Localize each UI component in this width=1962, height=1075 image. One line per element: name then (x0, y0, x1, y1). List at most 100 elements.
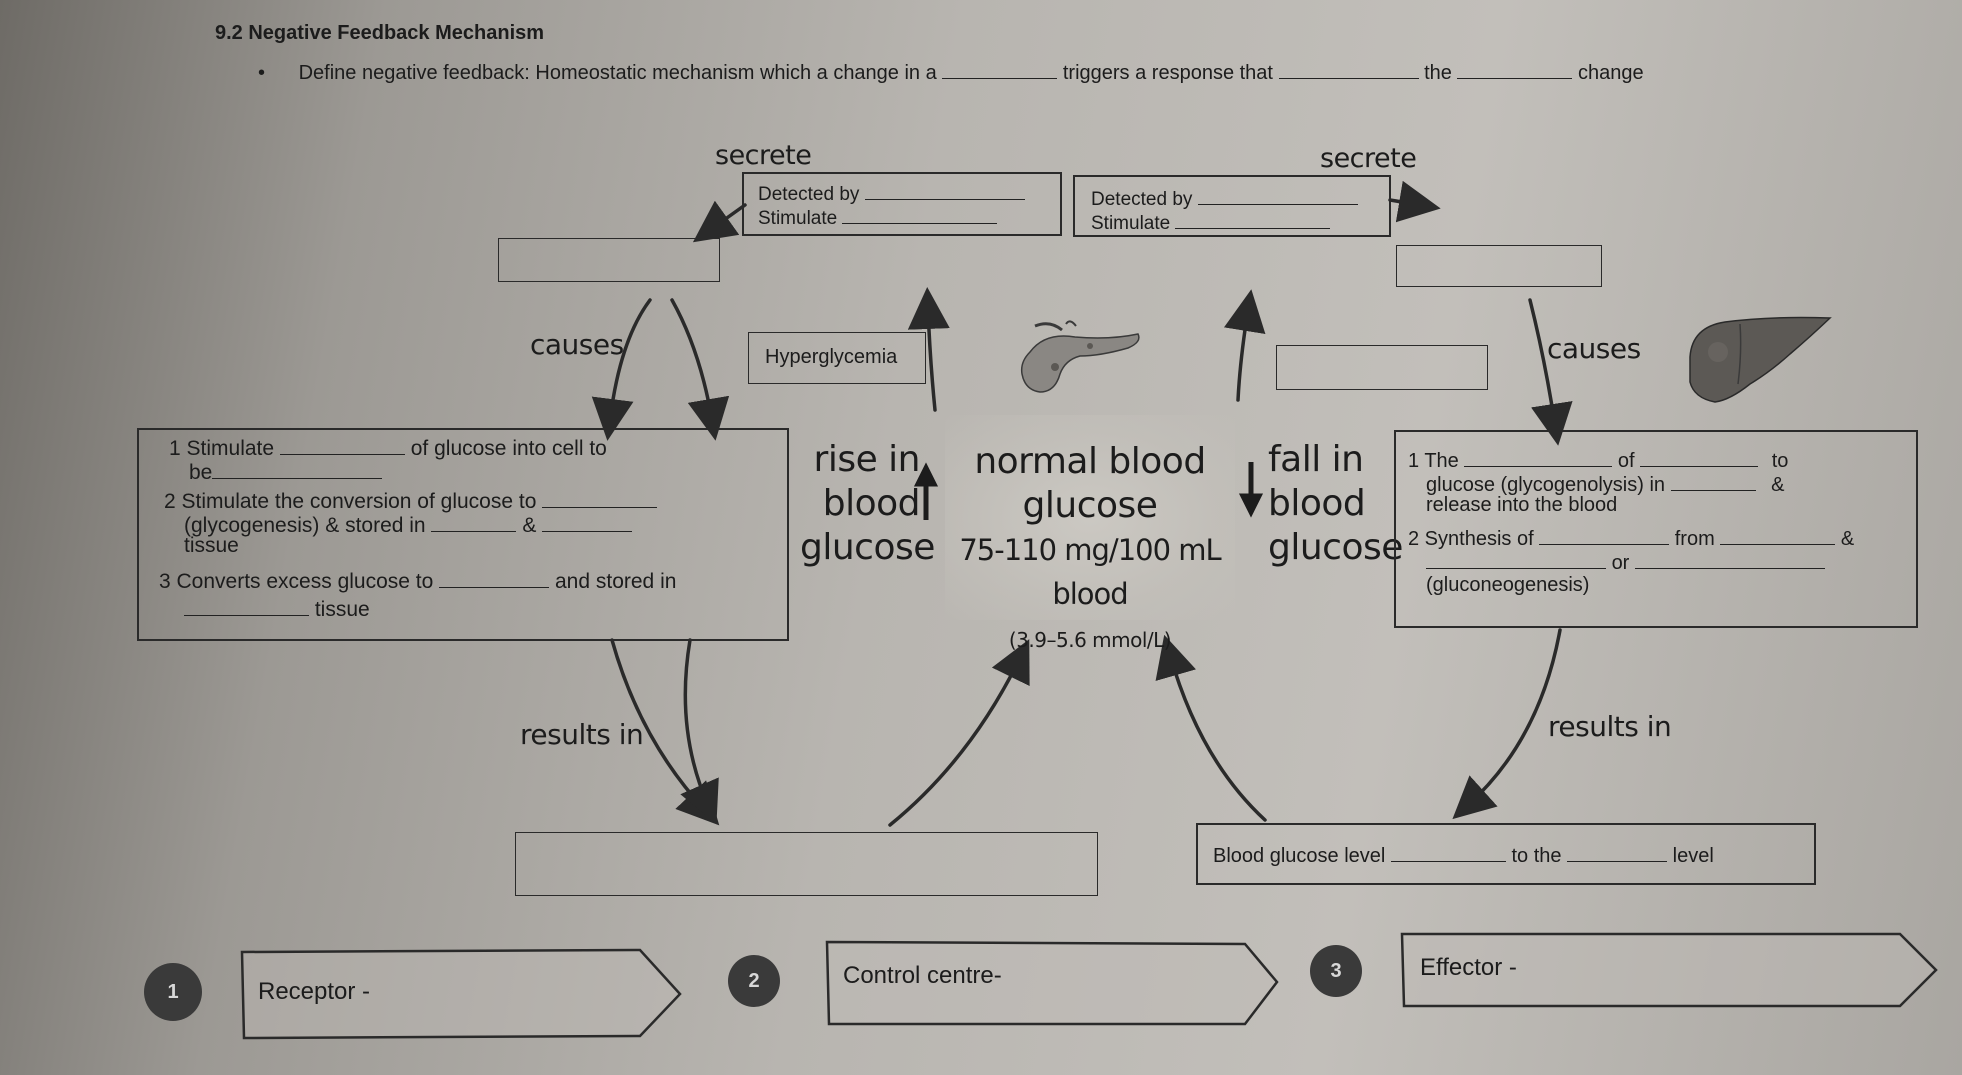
right-text: 2 Synthesis of (1408, 528, 1534, 550)
right-text: from (1674, 528, 1715, 550)
blank[interactable] (1278, 58, 1419, 79)
stimulate-label: Stimulate (1091, 213, 1171, 234)
blank[interactable] (842, 204, 998, 224)
normal-glucose-zone (945, 415, 1235, 620)
normal-mmol: (3.9–5.6 mmol/L) (1008, 628, 1172, 652)
definition-line: • Define negative feedback: Homeostatic … (258, 58, 1644, 85)
effector-banner[interactable] (1400, 930, 1940, 1010)
normal-text: normal blood (974, 441, 1206, 482)
rise-text: glucose (800, 527, 935, 568)
right-text: of (1617, 450, 1635, 472)
right-text: glucose (glycogenolysis) in (1426, 474, 1666, 496)
receptor-label: Receptor - (258, 978, 371, 1005)
results-in-label-left: results in (520, 718, 644, 751)
blank[interactable] (542, 486, 658, 508)
hyperglycemia-label: Hyperglycemia (765, 346, 898, 368)
detected-by-label: Detected by (1091, 189, 1193, 210)
left-text: & (522, 514, 537, 537)
right-text: 1 The (1408, 450, 1459, 472)
bullet: • (258, 62, 266, 84)
liver-icon (1689, 316, 1832, 403)
effector-label: Effector - (1420, 954, 1517, 981)
blank[interactable] (1390, 841, 1506, 862)
legend-number-3: 3 (1310, 945, 1362, 997)
secrete-label-right: secrete (1320, 143, 1417, 174)
bottom-text: Blood glucose level (1213, 845, 1386, 867)
detector-box-right: Detected by Stimulate (1073, 175, 1391, 237)
blank[interactable] (212, 457, 383, 479)
answer-box-bottom-left[interactable] (515, 832, 1098, 896)
control-centre-banner[interactable] (825, 938, 1280, 1028)
blank[interactable] (1457, 58, 1573, 79)
receptor-banner[interactable] (240, 948, 685, 1040)
blank[interactable] (279, 433, 405, 455)
definition-text: the (1424, 62, 1452, 84)
left-text: tissue (184, 534, 239, 557)
causes-label-right: causes (1547, 332, 1641, 365)
rise-text: rise in (813, 439, 921, 480)
answer-box-top-left[interactable] (498, 238, 720, 282)
answer-box-top-right[interactable] (1396, 245, 1602, 287)
detected-by-label: Detected by (758, 184, 860, 205)
definition-label: Define negative feedback: (298, 62, 530, 84)
left-text: be (189, 461, 213, 484)
control-centre-label: Control centre- (843, 962, 1002, 989)
blank[interactable] (1175, 209, 1331, 229)
right-text: release into the blood (1426, 494, 1618, 516)
left-text: tissue (314, 598, 370, 621)
blank[interactable] (1464, 446, 1613, 467)
blank[interactable] (1539, 524, 1670, 545)
normal-text: glucose (1022, 485, 1158, 526)
detector-box-left: Detected by Stimulate (742, 172, 1062, 236)
left-text: 3 Converts excess glucose to (159, 570, 434, 593)
blank[interactable] (1426, 548, 1606, 569)
causes-label-left: causes (530, 328, 624, 361)
definition-text: Homeostatic mechanism which a change in … (535, 62, 937, 84)
results-in-label-right: results in (1548, 710, 1672, 743)
right-text: & (1840, 528, 1855, 550)
blank[interactable] (1720, 524, 1836, 545)
hyperglycemia-box: Hyperglycemia (748, 332, 926, 384)
blank[interactable] (1640, 446, 1759, 467)
left-text: 1 Stimulate (169, 437, 275, 460)
blank[interactable] (184, 594, 309, 616)
right-text: or (1611, 552, 1630, 574)
rise-text: blood (822, 483, 921, 524)
fall-in-blood-glucose: fall in blood glucose (1268, 438, 1403, 570)
normal-range: 75-110 mg/100 mL blood (959, 533, 1221, 611)
blood-glucose-level-box: Blood glucose level to the level (1196, 823, 1816, 885)
left-effects-box: 1 Stimulate of glucose into cell to be 2… (137, 428, 789, 641)
bottom-text: level (1672, 845, 1714, 867)
blank[interactable] (1634, 548, 1825, 569)
blank[interactable] (542, 510, 633, 532)
fall-text: glucose (1268, 527, 1403, 568)
pancreas-icon (1020, 320, 1140, 393)
blank[interactable] (431, 510, 517, 532)
blank[interactable] (1567, 841, 1668, 862)
blank[interactable] (1670, 470, 1756, 491)
answer-box-middle-right[interactable] (1276, 345, 1488, 390)
definition-text: triggers a response that (1062, 62, 1273, 84)
page-title: 9.2 Negative Feedback Mechanism (215, 22, 545, 44)
legend-number-1: 1 (144, 963, 202, 1021)
left-text: (glycogenesis) & stored in (184, 514, 426, 537)
legend-number-2: 2 (728, 955, 780, 1007)
bottom-text: to the (1511, 845, 1562, 867)
blank[interactable] (439, 566, 550, 588)
stimulate-label: Stimulate (758, 208, 838, 229)
rise-in-blood-glucose: rise in blood glucose (800, 438, 935, 570)
normal-blood-glucose: normal blood glucose 75-110 mg/100 mL bl… (945, 440, 1235, 652)
blank[interactable] (1197, 185, 1358, 205)
blank[interactable] (942, 58, 1058, 79)
secrete-label-left: secrete (715, 140, 812, 171)
left-text: 2 Stimulate the conversion of glucose to (164, 490, 537, 513)
fall-text: fall in (1268, 439, 1364, 480)
right-text: (gluconeogenesis) (1426, 574, 1590, 596)
right-text: & (1771, 474, 1785, 496)
left-text: of glucose into cell to (410, 437, 607, 460)
left-text: and stored in (555, 570, 677, 593)
blank[interactable] (864, 180, 1025, 200)
right-effects-box: 1 The of to glucose (glycogenolysis) in … (1394, 430, 1918, 628)
fall-text: blood (1268, 483, 1366, 524)
